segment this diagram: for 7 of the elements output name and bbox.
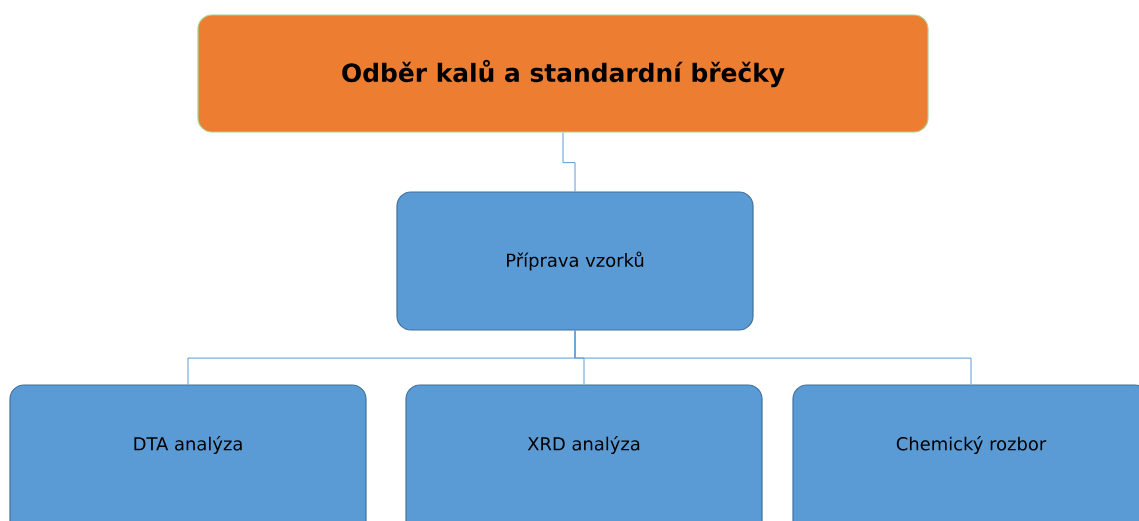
process-box: Příprava vzorků	[396, 191, 754, 331]
process-box: DTA analýza	[9, 384, 367, 521]
connector-line	[574, 330, 972, 385]
title-box: Odběr kalů a standardní břečky	[197, 14, 929, 133]
connector-line	[562, 132, 576, 192]
process-box: XRD analýza	[405, 384, 763, 521]
process-box: Chemický rozbor	[792, 384, 1139, 521]
